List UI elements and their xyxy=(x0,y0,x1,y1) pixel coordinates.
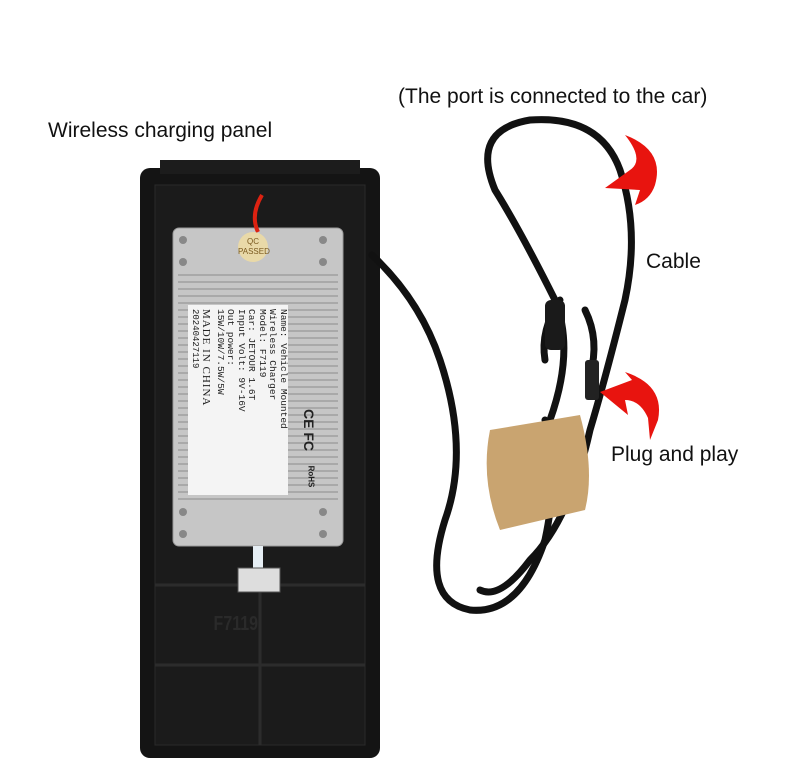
plug xyxy=(585,360,599,400)
caption-port: (The port is connected to the car) xyxy=(398,85,708,108)
label-line: Input Volt: 9V-16V xyxy=(236,309,247,412)
caption-cable: Cable xyxy=(646,250,701,273)
red-arrow-icon xyxy=(605,135,657,205)
panel-top-tab xyxy=(160,160,360,174)
label-line: Out power: xyxy=(225,309,237,367)
mold-model-text: F7119 xyxy=(213,613,259,635)
label-line: Name: Vehicle Mounted xyxy=(278,309,288,429)
qc-sticker: QC PASSED xyxy=(238,232,270,262)
made-in-text: MADE IN CHINA xyxy=(200,309,213,407)
label-line: 15W/10W/7.5W/5W xyxy=(215,309,226,395)
connector xyxy=(237,567,281,593)
cert-marks: CE FC xyxy=(301,409,317,451)
rohs-mark: RoHS xyxy=(306,465,316,488)
serial-number: 20240427119 xyxy=(190,309,200,369)
product-label: Name: Vehicle Mounted Wireless Charger M… xyxy=(188,305,288,495)
caption-panel: Wireless charging panel xyxy=(48,119,273,142)
cable-tag xyxy=(486,415,589,530)
red-arrow-icon xyxy=(600,372,660,440)
label-line: Model: F7119 xyxy=(257,309,268,378)
label-line: Wireless Charger xyxy=(267,309,279,401)
label-line: Car: JETOUR 1.6T xyxy=(246,309,258,401)
caption-plug: Plug and play xyxy=(611,443,739,466)
